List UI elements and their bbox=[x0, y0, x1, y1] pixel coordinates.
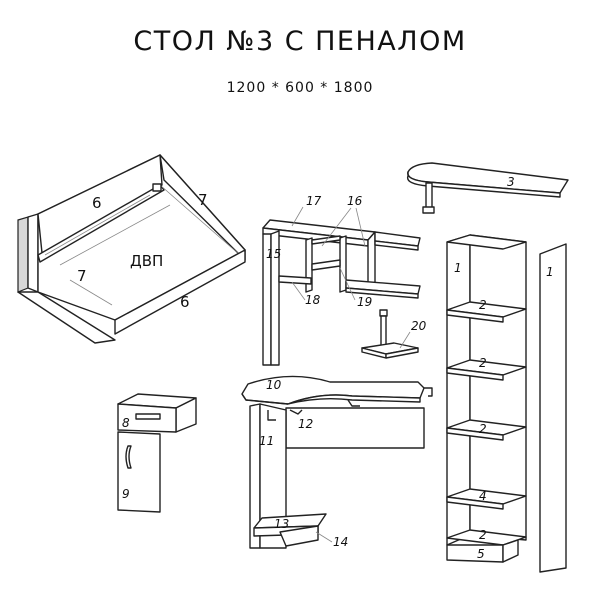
part-18-label: 18 bbox=[305, 293, 321, 307]
desk-unit: 10 11 12 13 14 bbox=[241, 375, 433, 549]
part-15-label: 15 bbox=[266, 247, 281, 261]
part-13-label: 13 bbox=[274, 517, 289, 531]
part-9-label: 9 bbox=[122, 487, 130, 501]
part-11-label: 11 bbox=[259, 434, 274, 448]
part-3-label: 3 bbox=[507, 175, 515, 189]
dimensions-subtitle: 1200 * 600 * 1800 bbox=[226, 80, 374, 96]
part-16-label: 16 bbox=[347, 194, 363, 208]
part-8-label: 8 bbox=[122, 416, 130, 430]
drawer-bottom-edge bbox=[17, 291, 116, 344]
part-2d-label: 2 bbox=[479, 528, 487, 542]
hutch-unit: 17 16 15 18 19 bbox=[262, 194, 421, 366]
drawer-side-front bbox=[114, 249, 246, 335]
part-12-label: 12 bbox=[298, 417, 313, 431]
part-1a-label: 1 bbox=[454, 261, 462, 275]
tall-cabinet: 1 1 2 2 2 4 2 5 bbox=[446, 234, 567, 573]
drawer-box: 6 7 ДВП 7 6 bbox=[17, 154, 246, 344]
part-14-label: 14 bbox=[333, 535, 348, 549]
part-17-label: 17 bbox=[306, 194, 322, 208]
part-10-label: 10 bbox=[266, 378, 282, 392]
part-1b-label: 1 bbox=[546, 265, 554, 279]
part-19-label: 19 bbox=[357, 295, 372, 309]
page-title: СТОЛ №3 С ПЕНАЛОМ bbox=[133, 26, 467, 57]
part-4-label: 4 bbox=[479, 489, 487, 503]
part-2c-label: 2 bbox=[479, 422, 487, 436]
support-leg-20: 20 bbox=[361, 309, 427, 359]
modesty-panel-12 bbox=[285, 407, 425, 449]
part-2b-label: 2 bbox=[479, 356, 487, 370]
label-6-bottom: 6 bbox=[180, 293, 190, 311]
label-7-inner: 7 bbox=[77, 267, 87, 285]
top-shelf-3: 3 bbox=[406, 162, 569, 214]
drawer-front-panel bbox=[17, 216, 29, 293]
label-6-top: 6 bbox=[92, 194, 102, 212]
cabinet-side-1-right bbox=[539, 243, 567, 573]
drawer-side-back bbox=[37, 154, 163, 254]
label-dvp: ДВП bbox=[130, 252, 163, 270]
label-7-right: 7 bbox=[198, 191, 208, 209]
part-20-label: 20 bbox=[411, 319, 427, 333]
drawer-and-door: 8 9 bbox=[117, 393, 197, 513]
part-2a-label: 2 bbox=[479, 298, 487, 312]
part-5-label: 5 bbox=[477, 547, 485, 561]
